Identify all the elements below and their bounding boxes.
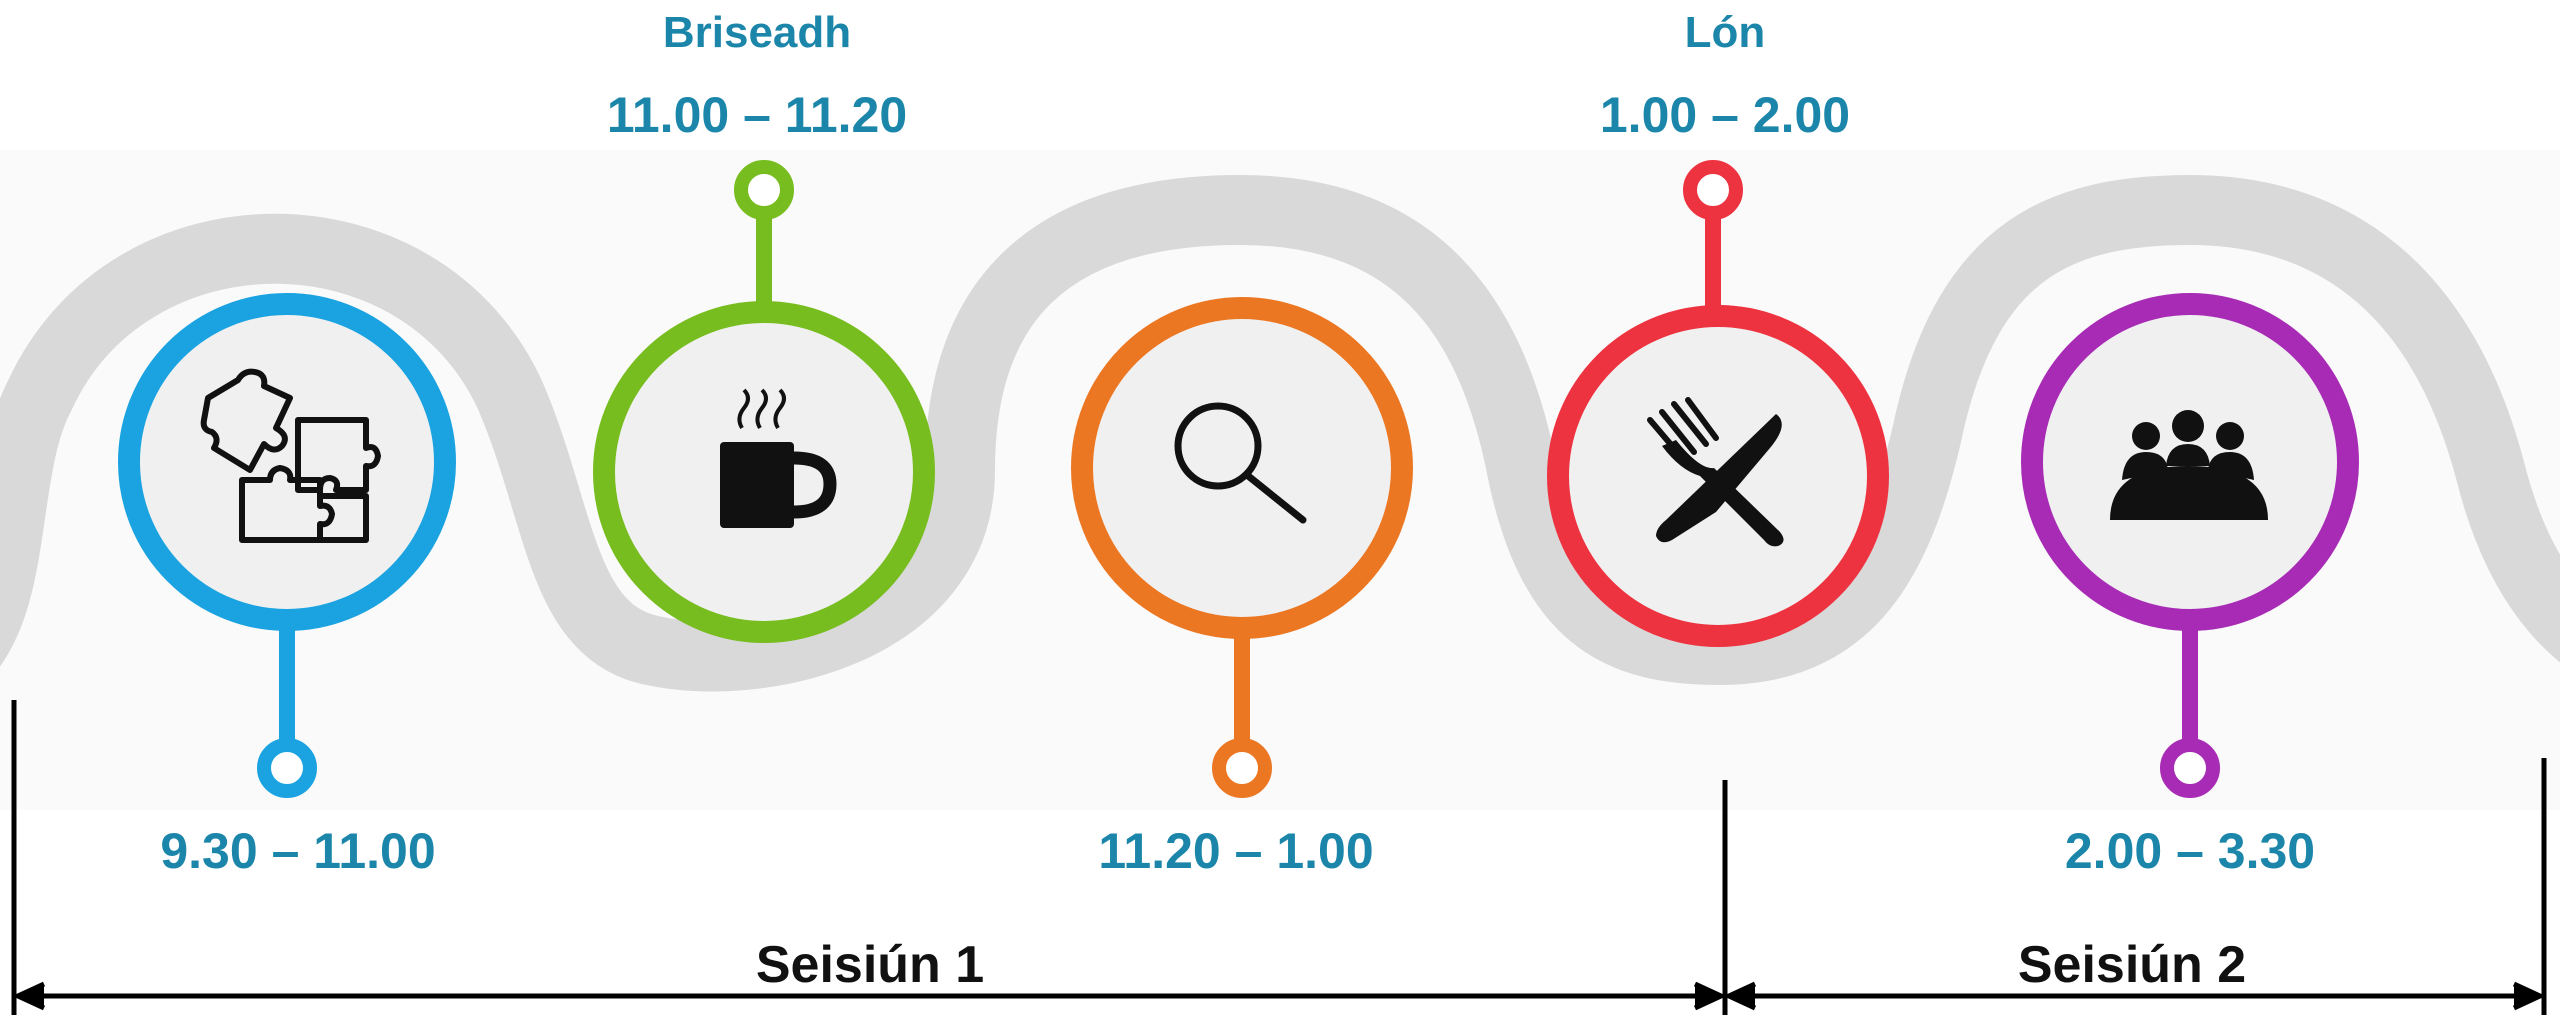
stop-2-time: 11.00 – 11.20 [607, 87, 907, 143]
stop-5-time: 2.00 – 3.30 [2065, 823, 2315, 879]
stop-4-pin [1683, 160, 1743, 220]
puzzle-icon [200, 368, 381, 543]
session-1-label: Seisiún 1 [756, 936, 984, 994]
magnifier-icon [1174, 402, 1307, 524]
winding-road [0, 174, 2560, 692]
fork-knife-icon [1647, 397, 1784, 547]
session-bracket-1 [11, 700, 1728, 1015]
stop-3-pin [1212, 738, 1272, 798]
session-bracket-2 [1723, 758, 2547, 1015]
stop-3-circle [1071, 297, 1413, 639]
stop-2 [593, 160, 935, 643]
coffee-cup-icon [720, 388, 837, 528]
stop-1-pin [257, 738, 317, 798]
stop-4-title: Lón [1685, 8, 1766, 57]
stop-2-title: Briseadh [663, 8, 851, 57]
stop-3-time: 11.20 – 1.00 [1098, 823, 1373, 879]
stop-4 [1547, 160, 1889, 647]
stop-3 [1071, 297, 1413, 798]
meeting-people-icon [2110, 410, 2268, 520]
stop-5 [2021, 293, 2359, 798]
stop-1 [118, 293, 456, 798]
stop-5-pin [2160, 738, 2220, 798]
stop-4-time: 1.00 – 2.00 [1600, 87, 1850, 143]
session-2-label: Seisiún 2 [2018, 936, 2246, 994]
stop-1-circle [118, 293, 456, 631]
stop-1-time: 9.30 – 11.00 [160, 823, 435, 879]
stop-2-pin [734, 160, 794, 220]
